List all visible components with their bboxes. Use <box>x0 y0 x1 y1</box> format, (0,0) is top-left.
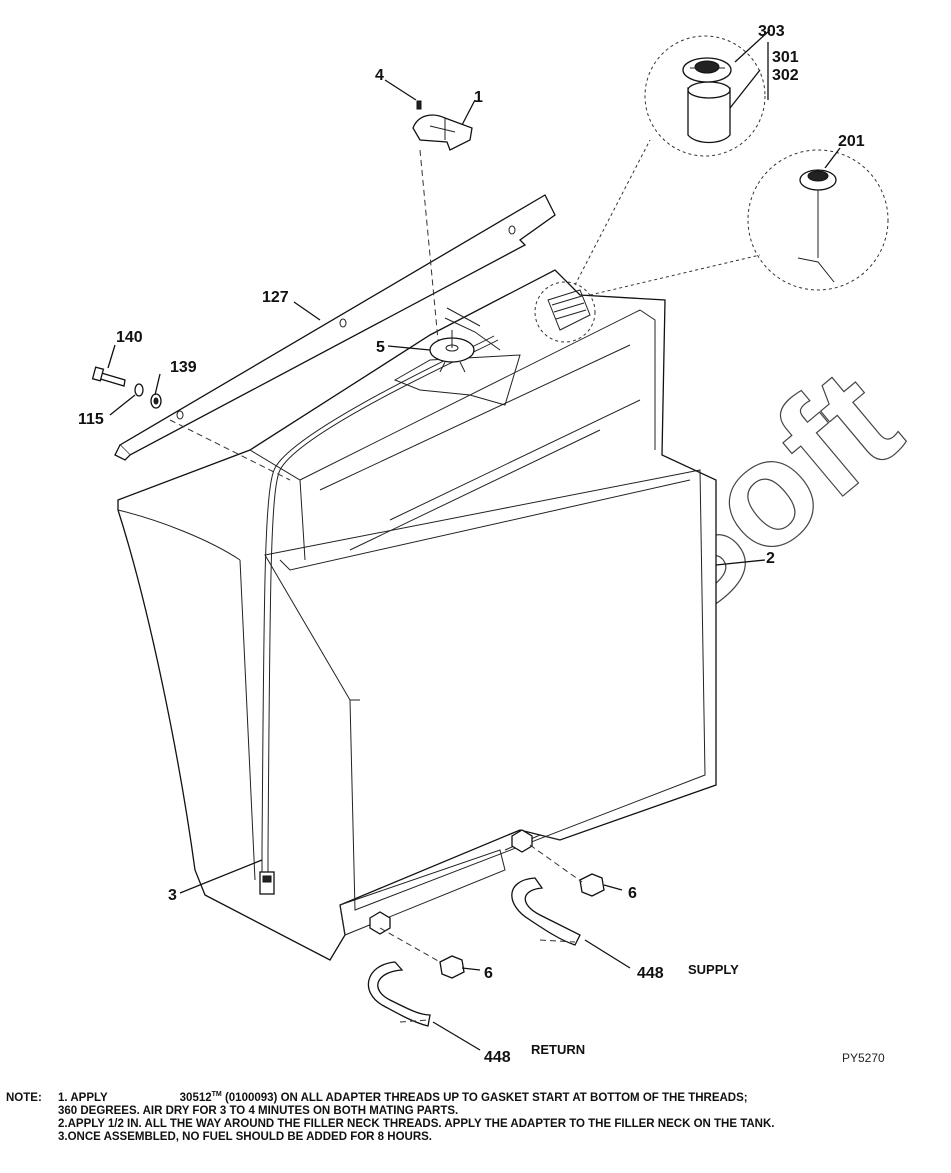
note-line-1: NOTE: 1. APPLY 30512TM (0100093) ON ALL AD… <box>6 1088 946 1105</box>
callout-448-supply: 448 <box>637 965 664 982</box>
hardware <box>91 366 162 409</box>
callout-301: 301 <box>772 49 799 66</box>
note-1-end: (0100093) ON ALL ADAPTER THREADS UP TO G… <box>224 1091 748 1104</box>
note-2: 2.APPLY 1/2 IN. ALL THE WAY AROUND THE F… <box>58 1117 775 1130</box>
supply-label: SUPPLY <box>688 962 739 977</box>
note-prefix: NOTE: <box>6 1091 42 1104</box>
hoses <box>367 873 605 1027</box>
callout-127: 127 <box>262 289 289 306</box>
callout-1: 1 <box>474 89 483 106</box>
note-line-2: 360 DEGREES. AIR DRY FOR 3 TO 4 MINUTES … <box>6 1105 946 1118</box>
fuel-tank <box>117 269 717 961</box>
leader-lines <box>107 29 841 1051</box>
callout-5: 5 <box>376 339 385 356</box>
heat-shield <box>412 100 473 151</box>
detail-adapter <box>644 35 766 157</box>
note-line-3: 2.APPLY 1/2 IN. ALL THE WAY AROUND THE F… <box>6 1118 946 1131</box>
callout-115: 115 <box>78 411 104 428</box>
callout-303: 303 <box>758 23 785 40</box>
note-1-continued: 360 DEGREES. AIR DRY FOR 3 TO 4 MINUTES … <box>58 1104 459 1117</box>
notes-block: NOTE: 1. APPLY 30512TM (0100093) ON ALL AD… <box>6 1088 946 1144</box>
callout-302: 302 <box>772 67 799 84</box>
note-line-4: 3.ONCE ASSEMBLED, NO FUEL SHOULD BE ADDE… <box>6 1131 946 1144</box>
callout-139: 139 <box>170 359 197 376</box>
callout-140: 140 <box>116 329 143 346</box>
callout-3: 3 <box>168 887 177 904</box>
callout-448-return: 448 <box>484 1049 511 1066</box>
trademark-mark: TM <box>211 1091 222 1098</box>
note-1-product: 30512 <box>179 1091 212 1104</box>
note-1-start: 1. APPLY <box>58 1091 108 1104</box>
fuel-sender <box>429 307 501 373</box>
callout-4: 4 <box>375 67 384 84</box>
callout-6-return: 6 <box>484 965 493 982</box>
figure-reference: PY5270 <box>842 1051 885 1065</box>
callout-2: 2 <box>766 550 775 567</box>
note-3: 3.ONCE ASSEMBLED, NO FUEL SHOULD BE ADDE… <box>58 1130 432 1143</box>
return-label: RETURN <box>531 1042 585 1057</box>
bracket-127 <box>114 194 556 461</box>
callout-201: 201 <box>838 133 865 150</box>
callouts: 303 301 302 201 4 1 127 140 139 115 5 2 … <box>78 23 885 1066</box>
callout-6-supply: 6 <box>628 885 637 902</box>
detail-cap <box>747 149 889 291</box>
